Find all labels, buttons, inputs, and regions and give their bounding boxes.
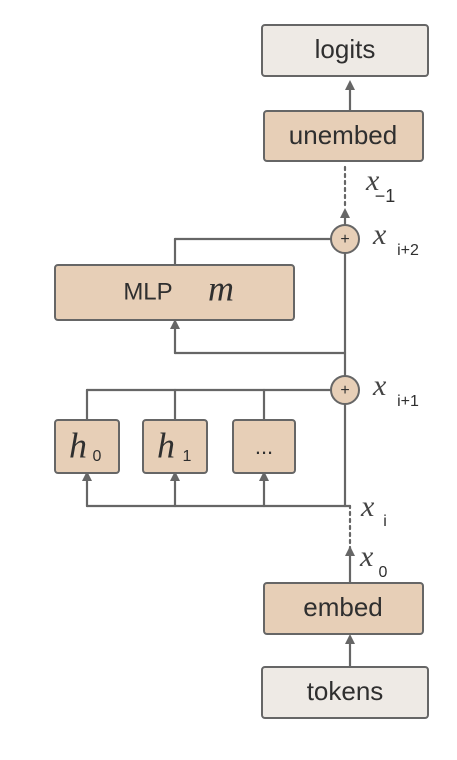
sum-node-top: +: [330, 224, 360, 254]
head-1-subscript: 1: [183, 448, 192, 465]
head-0-symbol: h: [69, 425, 87, 465]
tokens-label: tokens: [307, 676, 384, 706]
svg-text:i+1: i+1: [397, 393, 419, 410]
mlp-symbol: m: [208, 268, 234, 308]
sum-node-top-plus: +: [340, 231, 349, 248]
svg-text:i: i: [383, 513, 387, 530]
mlp-box: MLP m: [54, 264, 295, 321]
x-last-label: x −1: [365, 164, 395, 206]
svg-text:x: x: [359, 540, 374, 573]
head-0-subscript: 0: [93, 448, 102, 465]
head-more-box: ...: [232, 419, 296, 474]
svg-text:x: x: [372, 369, 387, 402]
x-i-label: x i: [360, 490, 387, 530]
head-1-symbol: h: [157, 425, 175, 465]
logits-box: logits: [261, 24, 429, 77]
head-1-box: h 1: [142, 419, 208, 474]
svg-text:−1: −1: [375, 186, 396, 206]
head-0-box: h 0: [54, 419, 120, 474]
logits-label: logits: [315, 34, 376, 64]
unembed-box: unembed: [263, 110, 424, 162]
connectors: [82, 80, 355, 668]
svg-text:0: 0: [379, 564, 388, 581]
svg-text:i+2: i+2: [397, 242, 419, 259]
embed-box: embed: [263, 582, 424, 635]
x-0-label: x 0: [359, 540, 388, 581]
embed-label: embed: [303, 592, 383, 622]
tokens-box: tokens: [261, 666, 429, 719]
sum-node-bottom: +: [330, 375, 360, 405]
x-i-plus-2-label: x i+2: [372, 218, 419, 259]
head-more-label: ...: [255, 434, 273, 459]
svg-text:x: x: [365, 164, 380, 197]
svg-text:x: x: [360, 490, 375, 523]
sum-node-bottom-plus: +: [340, 382, 349, 399]
unembed-label: unembed: [289, 120, 397, 150]
svg-text:x: x: [372, 218, 387, 251]
mlp-label: MLP: [123, 278, 172, 305]
x-i-plus-1-label: x i+1: [372, 369, 419, 410]
